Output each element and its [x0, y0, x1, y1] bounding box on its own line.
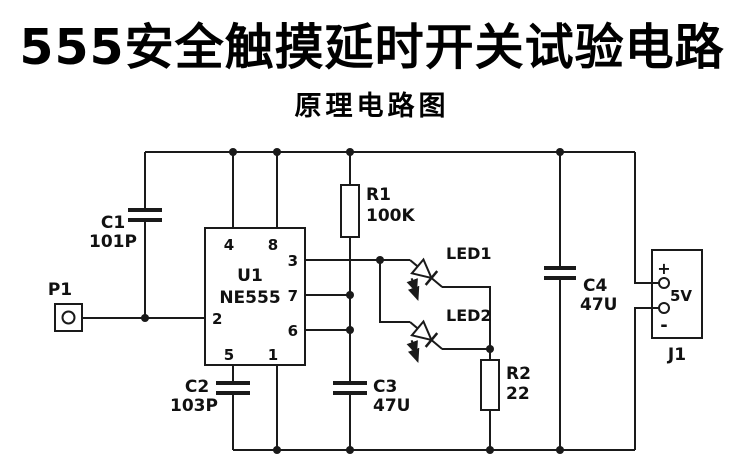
junction-dot [273, 446, 281, 454]
label-r2-value: 22 [506, 384, 530, 404]
led2-emission-arrow-2 [407, 347, 420, 363]
led1-emission-arrow-2 [407, 285, 420, 301]
ic-pin-label-8: 8 [268, 236, 278, 254]
label-c4-ref: C4 [583, 276, 607, 296]
j1-terminal-minus [658, 302, 670, 314]
label-r1-value: 100K [366, 206, 415, 226]
junction-dot [556, 148, 564, 156]
junction-dots [141, 148, 564, 454]
resistor-r2: R2 22 [480, 359, 531, 411]
label-led2: LED2 [446, 306, 492, 325]
label-u1-ref: U1 [237, 266, 263, 286]
led2-cathode-bar [424, 332, 439, 348]
ic-pin-label-1: 1 [268, 346, 278, 364]
page-subtitle: 原理电路图 [294, 91, 450, 122]
j1-body [651, 249, 703, 339]
capacitor-plates [128, 208, 576, 395]
p1-pad-body [54, 303, 83, 332]
junction-dot [273, 148, 281, 156]
label-j1-minus: - [660, 315, 667, 336]
ic-pin-label-3: 3 [288, 252, 298, 270]
page-title: 555安全触摸延时开关试验电路 [19, 19, 725, 76]
junction-dot [346, 446, 354, 454]
capacitor-c3: C3 47U [373, 377, 410, 416]
ic-pin-label-2: 2 [212, 310, 222, 328]
label-c3-value: 47U [373, 396, 410, 416]
capacitor-c4: C4 47U [580, 276, 617, 315]
resistor-r1: R1 100K [340, 184, 415, 238]
label-c1-value: 101P [89, 232, 137, 252]
label-c4-value: 47U [580, 295, 617, 315]
ic-u1: U1 NE555 4 8 3 7 6 2 5 1 [204, 227, 306, 366]
circuit-wires [82, 151, 659, 451]
ic-pin-label-5: 5 [224, 346, 234, 364]
label-c2-value: 103P [170, 396, 218, 416]
label-c1-ref: C1 [101, 213, 125, 233]
led1-cathode-bar [424, 270, 439, 286]
label-p1: P1 [48, 280, 72, 300]
led1-anode-triangle [410, 257, 434, 280]
ic-pin-label-6: 6 [288, 322, 298, 340]
led2-anode-triangle [410, 319, 434, 342]
junction-dot [556, 446, 564, 454]
junction-dot [346, 291, 354, 299]
p1-pad-contact [61, 310, 76, 325]
r1-body [340, 184, 360, 238]
connector-j1: + 5V - J1 [651, 249, 703, 365]
junction-dot [346, 326, 354, 334]
capacitor-c1: C1 101P [89, 213, 137, 252]
label-j1-voltage: 5V [670, 287, 692, 305]
junction-dot [141, 314, 149, 322]
ic-pin-label-7: 7 [288, 287, 298, 305]
junction-dot [346, 148, 354, 156]
label-j1-plus: + [657, 259, 670, 278]
led2 [406, 319, 443, 363]
label-u1-part: NE555 [219, 288, 280, 308]
label-led1: LED1 [446, 244, 492, 263]
led1-leads [409, 259, 443, 288]
r2-body [480, 359, 500, 411]
ic-pin-label-4: 4 [224, 236, 234, 254]
junction-dot [486, 345, 494, 353]
junction-dot [229, 148, 237, 156]
capacitor-c2: C2 103P [170, 377, 218, 416]
j1-terminal-plus [658, 277, 670, 289]
label-j1-ref: J1 [667, 345, 686, 365]
led2-leads [409, 321, 443, 350]
wire-segments [82, 151, 659, 451]
label-r1-ref: R1 [366, 185, 391, 205]
junction-dot [486, 446, 494, 454]
label-r2-ref: R2 [506, 364, 531, 384]
ic-u1-body [204, 227, 306, 366]
label-c3-ref: C3 [373, 377, 397, 397]
touch-pad-p1: P1 [48, 280, 83, 332]
label-c2-ref: C2 [185, 377, 209, 397]
junction-dot [376, 256, 384, 264]
led1 [406, 257, 443, 301]
